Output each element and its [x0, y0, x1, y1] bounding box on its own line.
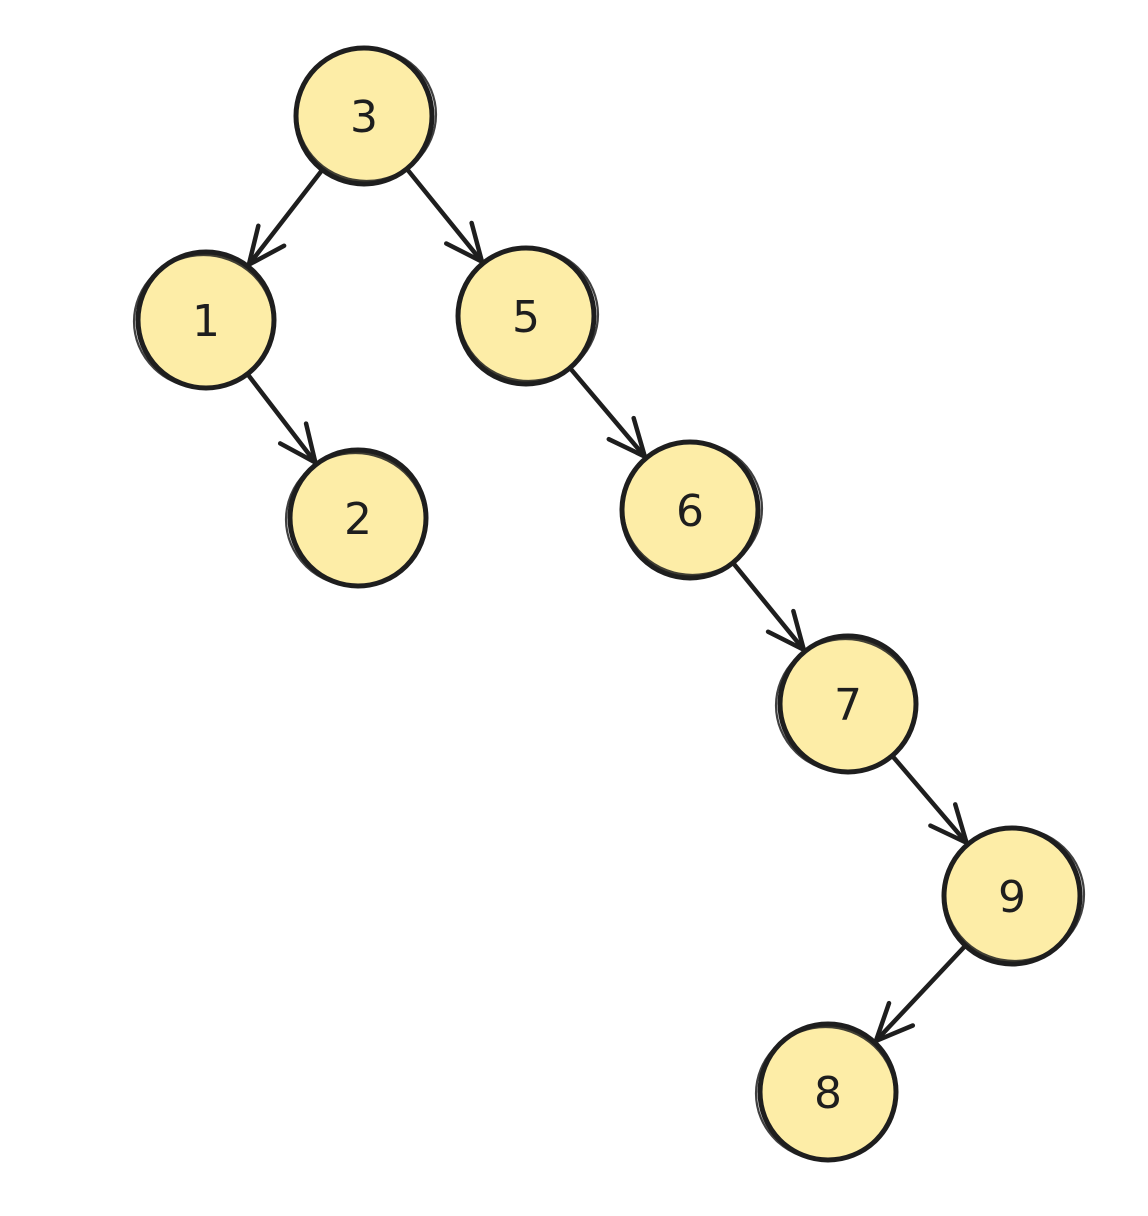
edge-line — [568, 367, 648, 459]
edge-line — [873, 944, 967, 1044]
tree-node-5: 5 — [455, 245, 600, 387]
node-sketch-outline — [132, 253, 275, 390]
tree-node-2: 2 — [284, 447, 429, 589]
node-label: 6 — [676, 486, 704, 537]
node-sketch-outline — [621, 440, 764, 577]
edge-line — [731, 562, 807, 652]
edge-line — [405, 168, 485, 264]
node-sketch-outline — [754, 1025, 897, 1162]
nodes-layer: 3 1 5 2 6 7 9 8 — [132, 45, 1086, 1163]
edge-n3-n5 — [405, 168, 485, 264]
edge-n3-n1 — [246, 169, 324, 267]
node-label: 8 — [814, 1068, 842, 1119]
node-label: 1 — [192, 296, 220, 347]
edge-line — [891, 754, 969, 846]
node-label: 3 — [350, 92, 378, 143]
edge-n5-n6 — [568, 367, 648, 459]
tree-node-9: 9 — [941, 825, 1086, 967]
edge-n7-n9 — [891, 754, 969, 846]
node-sketch-outline — [943, 826, 1086, 963]
edge-n1-n2 — [246, 373, 318, 465]
tree-node-3: 3 — [293, 45, 438, 187]
tree-node-1: 1 — [132, 249, 277, 391]
tree-node-6: 6 — [619, 439, 764, 581]
tree-node-7: 7 — [774, 633, 919, 775]
edge-line — [246, 373, 318, 465]
node-label: 2 — [344, 494, 372, 545]
node-label: 7 — [834, 680, 862, 731]
node-sketch-outline — [284, 451, 427, 588]
node-label: 5 — [512, 292, 540, 343]
tree-node-8: 8 — [754, 1021, 899, 1163]
edge-line — [246, 169, 324, 267]
node-sketch-outline — [457, 246, 600, 383]
node-sketch-outline — [774, 637, 917, 774]
edge-n6-n7 — [731, 562, 807, 652]
edges-layer — [246, 168, 969, 1044]
node-label: 9 — [998, 872, 1026, 923]
node-sketch-outline — [295, 46, 438, 183]
edge-n9-n8 — [873, 944, 967, 1044]
